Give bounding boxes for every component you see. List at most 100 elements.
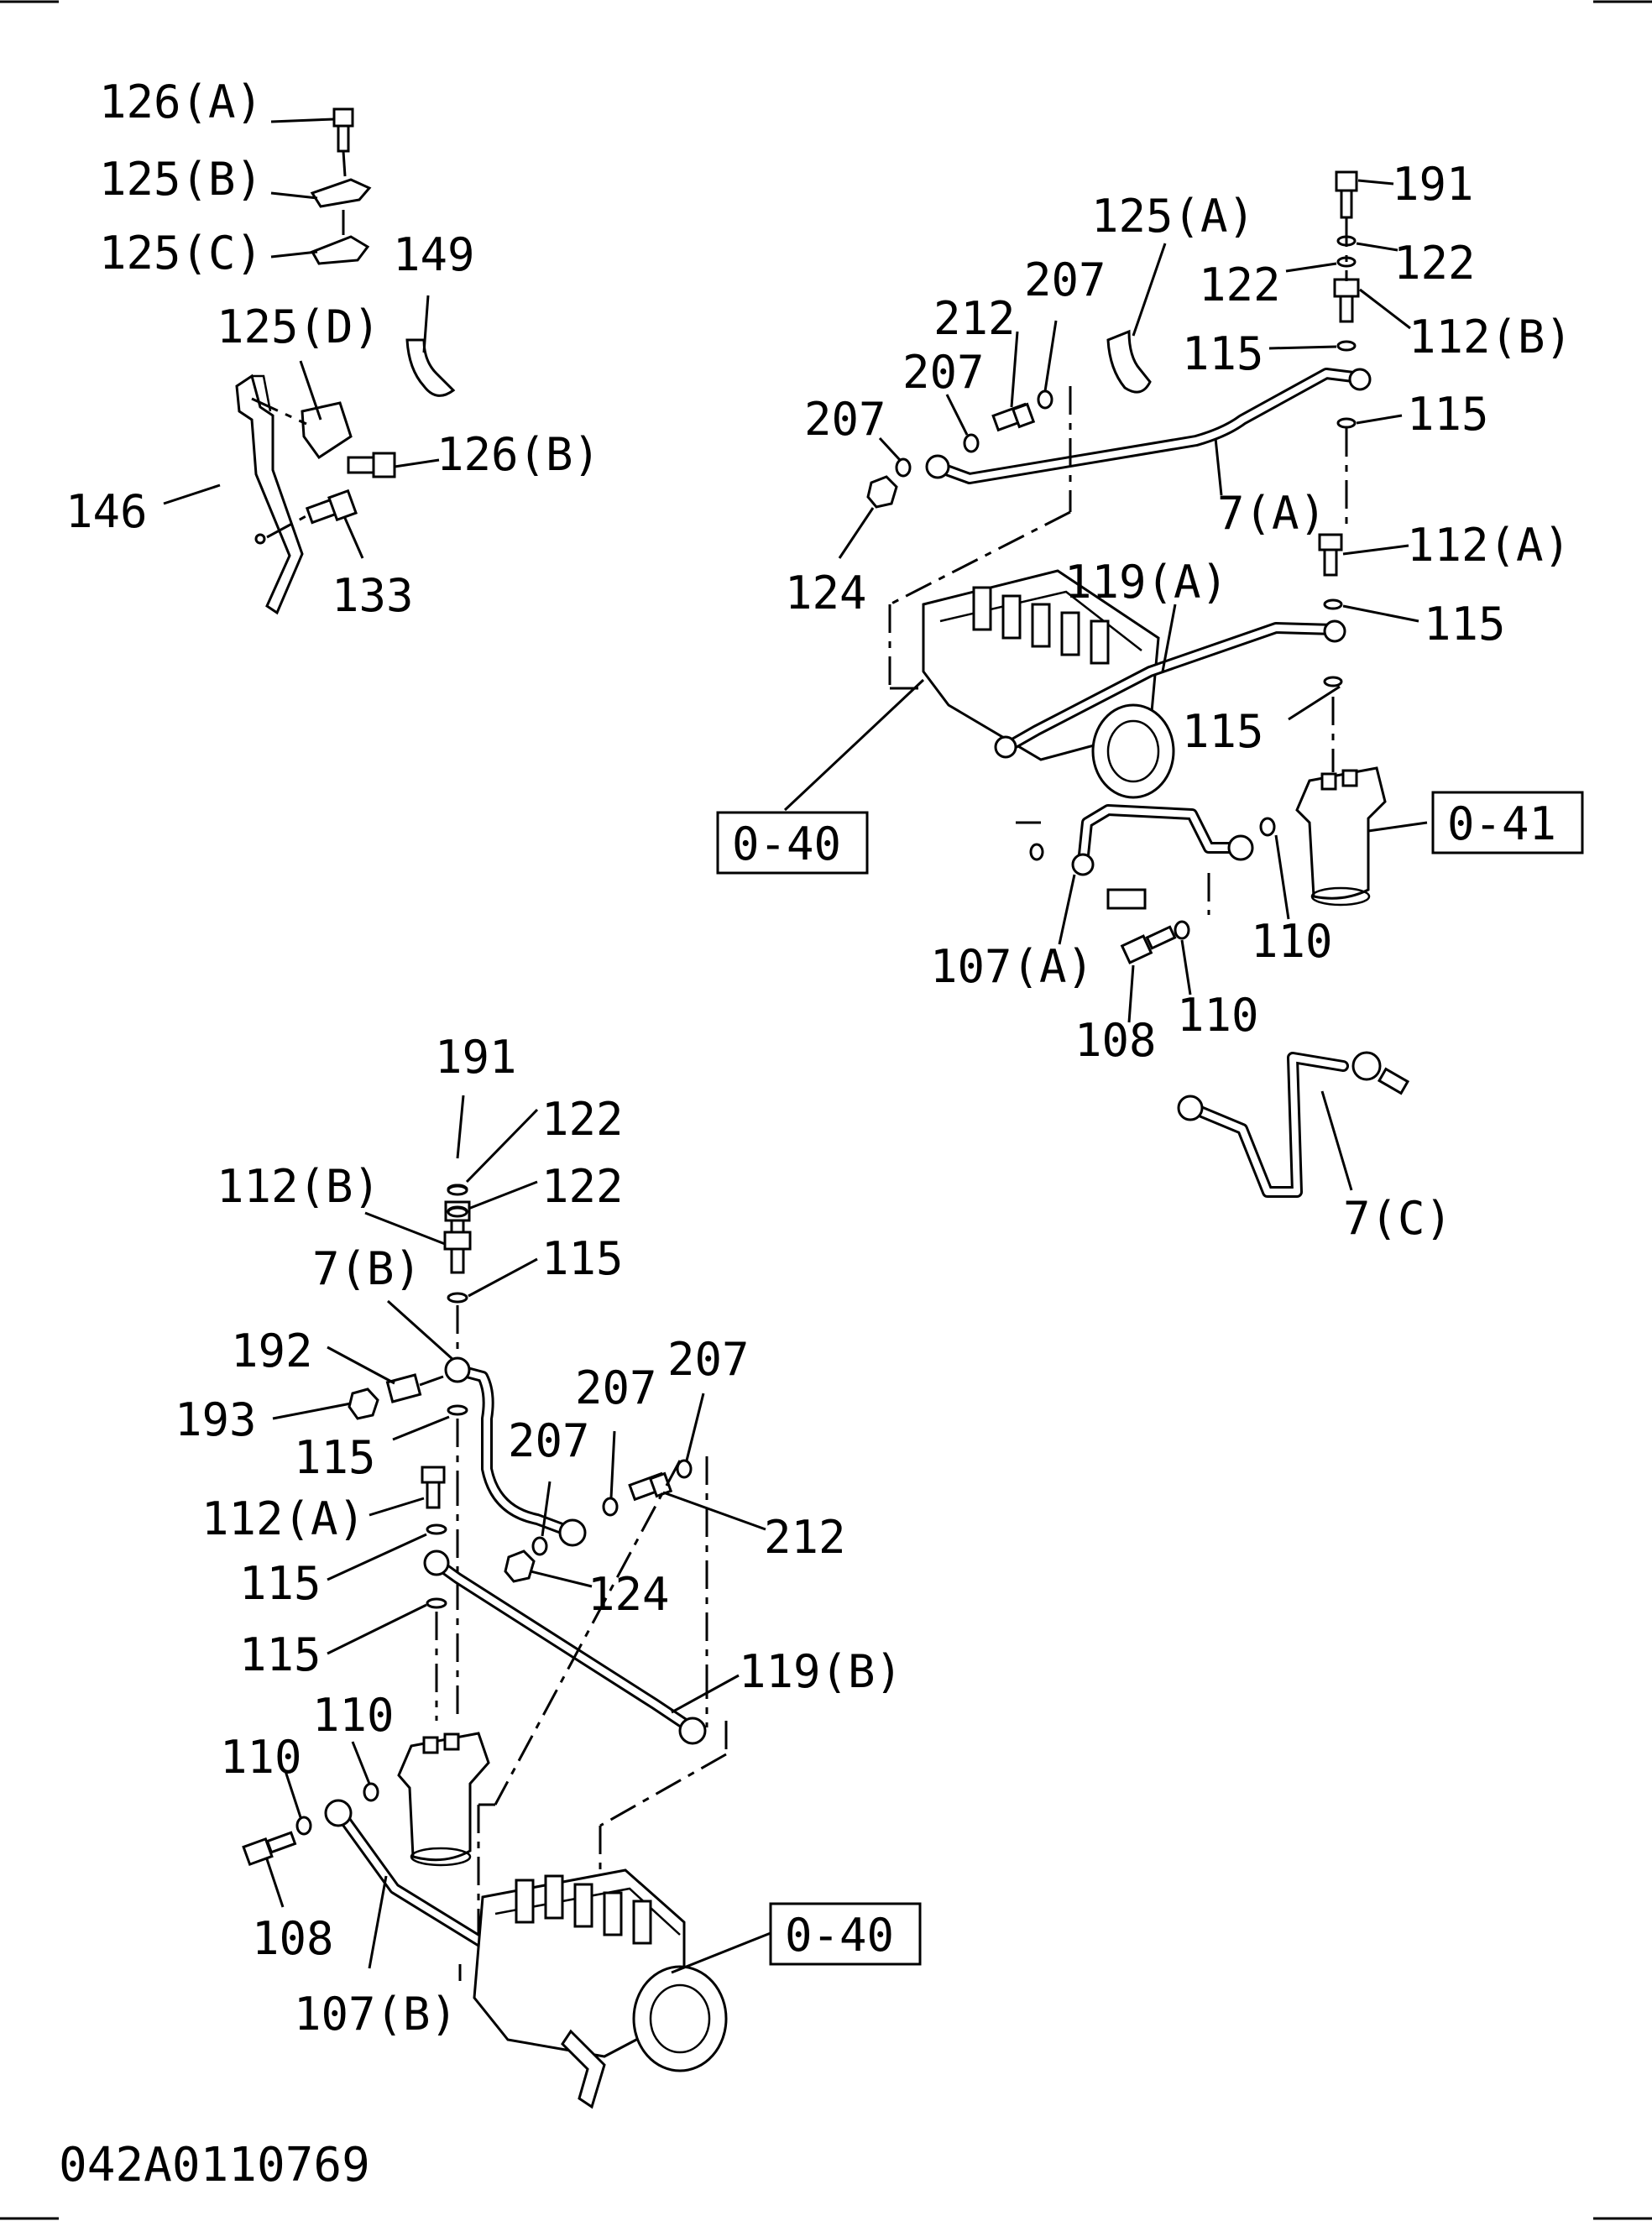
- label-112a: 112(A): [1407, 519, 1571, 572]
- ref-box-top: 0-40: [716, 811, 869, 875]
- nut-124: [866, 475, 898, 509]
- label-112a: 112(A): [201, 1492, 365, 1545]
- washer-207b: [602, 1497, 619, 1517]
- label-107a: 107(A): [930, 940, 1094, 993]
- washer-115c: [426, 1523, 447, 1535]
- pipe-7c: [1186, 1052, 1349, 1198]
- label-115: 115: [1424, 598, 1506, 651]
- label-193: 193: [175, 1393, 257, 1446]
- fuel-filter: [1295, 766, 1387, 907]
- washer-110a: [363, 1782, 379, 1802]
- label-122: 122: [541, 1160, 624, 1213]
- cap-193: [348, 1387, 379, 1420]
- label-133: 133: [332, 569, 414, 622]
- eye-bolt-112a: [421, 1466, 446, 1509]
- label-108: 108: [252, 1912, 334, 1965]
- label-212: 212: [764, 1511, 846, 1564]
- washer-115a: [1336, 340, 1357, 352]
- drawing-id: 042A0110769: [59, 2138, 370, 2192]
- bolt-133: [305, 489, 358, 525]
- label-107b: 107(B): [294, 1988, 457, 2041]
- label-124: 124: [785, 567, 867, 619]
- washer-110a: [1259, 817, 1276, 837]
- washer-115d: [1323, 676, 1343, 687]
- label-207: 207: [804, 393, 886, 446]
- washer-207c: [531, 1536, 548, 1556]
- label-115: 115: [541, 1232, 624, 1285]
- injection-pump-bottom: [458, 1868, 728, 2109]
- label-146: 146: [65, 485, 148, 538]
- label-112b: 112(B): [1409, 311, 1572, 363]
- washer-207a: [676, 1459, 693, 1479]
- eye-bolt-112b: [1333, 278, 1360, 323]
- label-7a: 7(A): [1217, 487, 1326, 540]
- fitting-192: [385, 1373, 422, 1403]
- labels-bottom: 191 122 112(B) 122 7(B) 115 192 193 115 …: [175, 1031, 902, 2041]
- union-212: [991, 402, 1036, 432]
- label-126b: 126(B): [437, 428, 600, 481]
- label-192: 192: [231, 1325, 313, 1377]
- label-115: 115: [239, 1628, 322, 1681]
- bottom-assembly: [242, 1095, 771, 2109]
- label-119b: 119(B): [739, 1645, 902, 1698]
- labels-top-left: 126(A) 125(B) 125(C) 149 125(D) 126(B) 1…: [65, 76, 600, 622]
- label-125b: 125(B): [99, 153, 263, 206]
- ref-box-bottom: 0-40: [769, 1902, 922, 1966]
- eye-bolt-108: [1120, 925, 1177, 964]
- bolt-126a: [332, 107, 354, 153]
- label-115: 115: [239, 1557, 322, 1610]
- label-207: 207: [902, 346, 985, 399]
- label-124: 124: [588, 1568, 670, 1621]
- pipe-107a: [1077, 804, 1244, 869]
- label-108: 108: [1074, 1014, 1157, 1067]
- label-207: 207: [1024, 253, 1106, 306]
- washer-115b: [447, 1404, 468, 1416]
- eye-bolt-108: [242, 1831, 297, 1867]
- ref-0-40-top: 0-40: [732, 818, 841, 870]
- union-212: [628, 1471, 673, 1502]
- label-191: 191: [1392, 158, 1474, 211]
- label-207: 207: [508, 1414, 590, 1467]
- label-110: 110: [312, 1689, 395, 1742]
- label-212: 212: [933, 292, 1016, 345]
- labels-top-right: 191 122 122 125(A) 207 212 207 207 115 1…: [785, 158, 1572, 1245]
- washer-207a: [1037, 389, 1053, 410]
- washer-115b: [1336, 417, 1357, 429]
- washer-115d: [426, 1597, 447, 1609]
- label-149: 149: [393, 228, 475, 281]
- washer-110b: [295, 1816, 312, 1836]
- label-110: 110: [1251, 915, 1333, 968]
- bolt-126b: [347, 452, 396, 478]
- clamp-125a: [1106, 329, 1152, 394]
- label-122: 122: [1199, 259, 1281, 311]
- bolt-191: [1335, 170, 1358, 219]
- bracket-146: [235, 374, 304, 615]
- label-122: 122: [1393, 237, 1476, 290]
- label-115: 115: [1182, 705, 1264, 758]
- washer-115a: [447, 1292, 468, 1304]
- label-191: 191: [435, 1031, 517, 1084]
- label-115: 115: [294, 1431, 376, 1484]
- nut-124: [504, 1549, 536, 1583]
- top-right-assembly: [783, 170, 1428, 1198]
- washer-207b: [963, 433, 980, 453]
- clamp-125c: [310, 235, 370, 265]
- bracket-125d: [301, 401, 353, 460]
- label-207: 207: [667, 1333, 750, 1386]
- ref-0-40-bottom: 0-40: [785, 1909, 894, 1962]
- clamp-149: [405, 338, 456, 397]
- label-125d: 125(D): [217, 300, 380, 353]
- ref-box-filter: 0-41: [1431, 791, 1584, 854]
- label-115: 115: [1182, 327, 1264, 380]
- eye-bolt-112b: [443, 1231, 472, 1274]
- label-125c: 125(C): [99, 227, 263, 280]
- clamp-125b: [310, 178, 372, 208]
- label-207: 207: [575, 1361, 657, 1414]
- clamp-bracket-group: [163, 107, 456, 615]
- ref-0-41: 0-41: [1447, 797, 1556, 850]
- label-115: 115: [1407, 388, 1489, 441]
- label-122: 122: [541, 1093, 624, 1146]
- washer-115c: [1323, 598, 1343, 610]
